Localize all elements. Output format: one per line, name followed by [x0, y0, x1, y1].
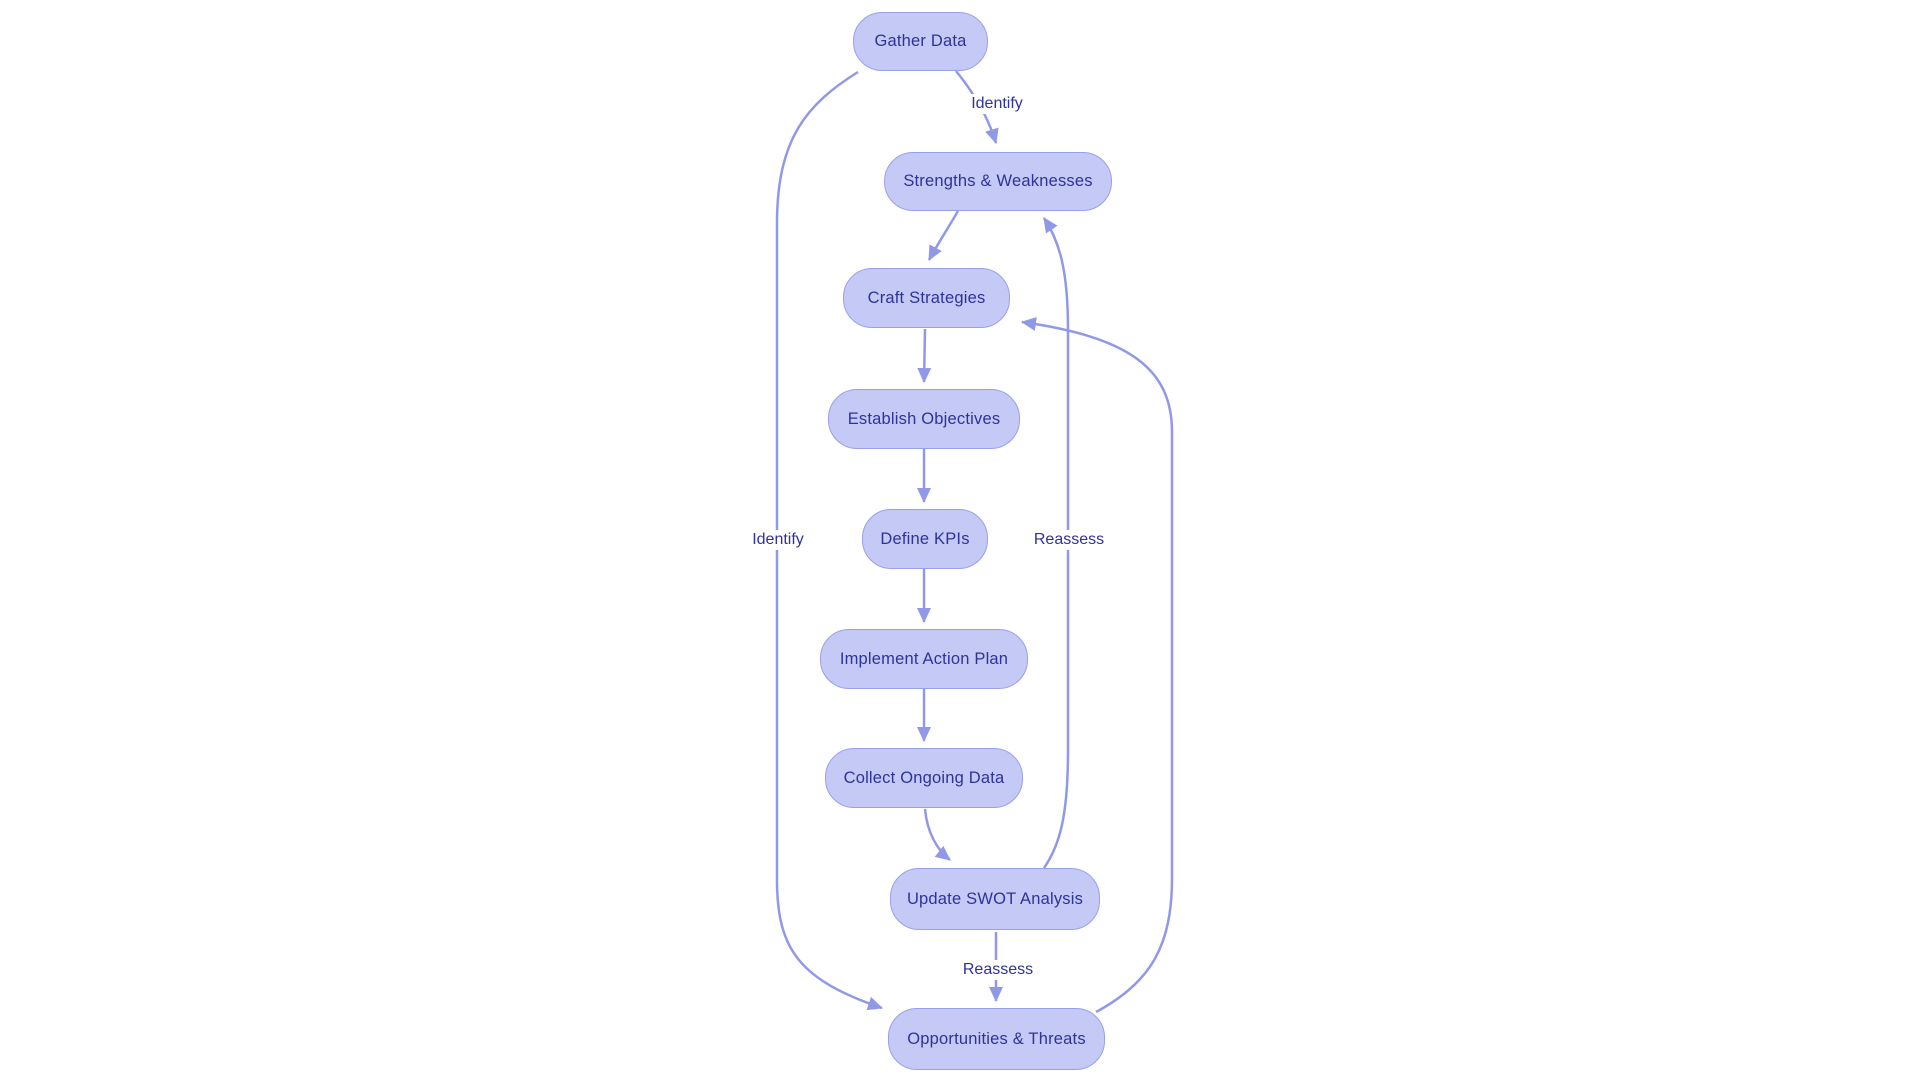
node-implement-action-plan: Implement Action Plan: [820, 629, 1028, 689]
edge-craft-to-establish: [917, 328, 932, 383]
edge-label-identify-top: Identify: [965, 94, 1029, 114]
node-gather-data: Gather Data: [853, 12, 988, 71]
edge-collect-to-update: [923, 808, 951, 861]
node-craft-strategies: Craft Strategies: [843, 268, 1010, 328]
node-collect-ongoing-data: Collect Ongoing Data: [825, 748, 1023, 808]
node-opportunities-threats: Opportunities & Threats: [888, 1008, 1105, 1070]
edge-label-reassess-right: Reassess: [1027, 530, 1111, 550]
edge-strengths-to-craft: [927, 210, 960, 261]
node-update-swot-analysis: Update SWOT Analysis: [890, 868, 1100, 930]
node-define-kpis: Define KPIs: [862, 509, 988, 569]
node-strengths-weaknesses: Strengths & Weaknesses: [884, 152, 1112, 211]
node-establish-objectives: Establish Objectives: [828, 389, 1020, 449]
edge-label-reassess-bottom: Reassess: [956, 960, 1040, 980]
edge-label-identify-left: Identify: [746, 530, 810, 550]
